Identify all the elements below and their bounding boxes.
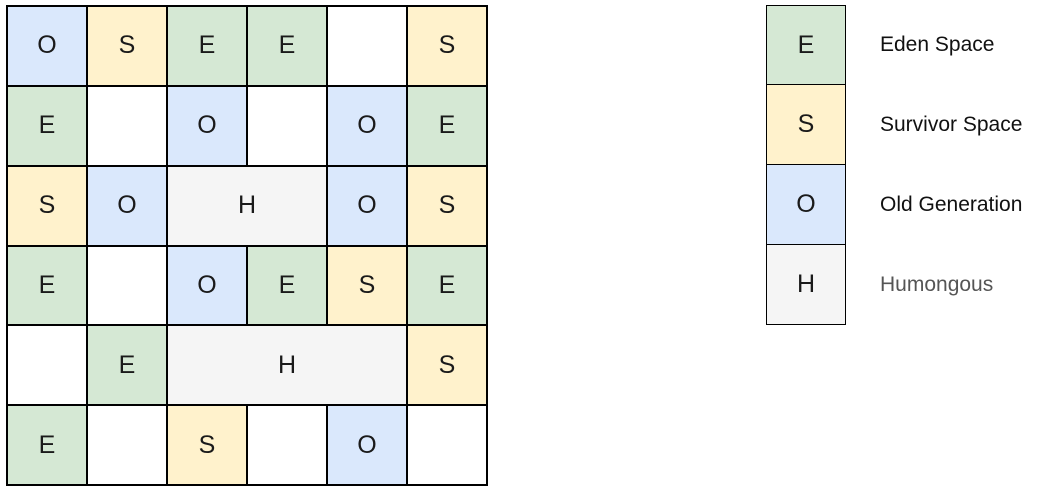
region-e: E	[247, 245, 327, 326]
region-s: S	[7, 165, 87, 246]
region-o: O	[87, 165, 167, 246]
empty-region	[327, 6, 407, 86]
empty-region	[87, 245, 167, 326]
legend-label-humongous: Humongous	[880, 273, 994, 296]
region-s: S	[167, 405, 247, 485]
region-o: O	[7, 6, 87, 86]
legend-item-humongous: H Humongous	[766, 245, 1022, 325]
region-o: O	[327, 85, 407, 166]
region-h: H	[167, 165, 327, 246]
legend-swatch-humongous: H	[766, 245, 846, 325]
region-e: E	[7, 245, 87, 326]
legend-swatch-survivor: S	[766, 85, 846, 165]
legend-label-old-generation: Old Generation	[880, 193, 1023, 216]
region-e: E	[7, 85, 87, 166]
region-e: E	[407, 245, 487, 326]
region-o: O	[167, 245, 247, 326]
region-s: S	[407, 325, 487, 406]
legend-item-eden: E Eden Space	[766, 5, 1022, 85]
empty-region	[7, 325, 87, 406]
region-o: O	[167, 85, 247, 166]
region-s: S	[407, 6, 487, 86]
region-e: E	[247, 6, 327, 86]
empty-region	[87, 405, 167, 485]
legend-label-eden: Eden Space	[880, 33, 995, 56]
empty-region	[247, 405, 327, 485]
region-s: S	[407, 165, 487, 246]
region-h: H	[167, 325, 407, 406]
legend-item-old-generation: O Old Generation	[766, 165, 1022, 245]
region-o: O	[327, 165, 407, 246]
empty-region	[87, 85, 167, 166]
region-e: E	[87, 325, 167, 406]
region-s: S	[327, 245, 407, 326]
empty-region	[407, 405, 487, 485]
region-e: E	[167, 6, 247, 86]
legend-swatch-eden: E	[766, 5, 846, 85]
region-e: E	[407, 85, 487, 166]
region-o: O	[327, 405, 407, 485]
region-e: E	[7, 405, 87, 485]
legend: E Eden Space S Survivor Space O Old Gene…	[766, 5, 1022, 325]
empty-region	[247, 85, 327, 166]
legend-swatch-old-generation: O	[766, 165, 846, 245]
region-s: S	[87, 6, 167, 86]
legend-label-survivor: Survivor Space	[880, 113, 1023, 136]
legend-item-survivor: S Survivor Space	[766, 85, 1022, 165]
